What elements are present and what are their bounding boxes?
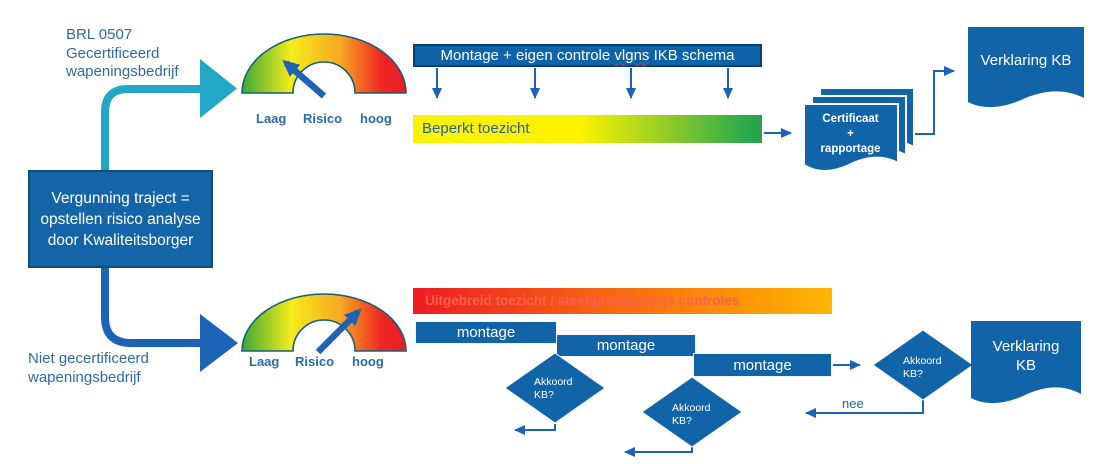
gauge1-label-hoog: hoog: [360, 111, 392, 126]
brl-line-1: BRL 0507: [66, 26, 133, 43]
niet-source-label: Niet gecertificeerd wapeningsbedrijf: [28, 350, 149, 387]
beperkt-toezicht-label: Beperkt toezicht: [422, 120, 530, 137]
decision2-exit-arrow: [624, 446, 693, 457]
permit-process-box: Vergunning traject = opstellen risico an…: [28, 170, 213, 268]
teal-curved-arrow: [101, 85, 201, 171]
decision-diamond-2: [641, 376, 743, 448]
decision-2-line-2: KB?: [672, 415, 692, 427]
gauge1-label-laag: Laag: [256, 111, 287, 126]
verklaring-kb-doc-top: [968, 27, 1084, 108]
decision3-nee-arrow: [805, 398, 924, 418]
nee-label: nee: [842, 396, 864, 411]
montage-box-1-label: montage: [456, 324, 516, 341]
decision-3-line-1: Akkoord: [903, 355, 942, 367]
decision-diamond-3: [872, 329, 974, 401]
verklaring-kb-bottom-label: Verklaring KB: [970, 337, 1082, 375]
permit-line-1: Vergunning traject =: [51, 189, 190, 207]
brl-source-label: BRL 0507 Gecertificeerd wapeningsbedrijf: [66, 26, 179, 82]
gauge2-label-risico: Risico: [295, 354, 335, 369]
montage-box-2-label: montage: [596, 337, 656, 354]
decision-diamond-3-label: Akkoord KB?: [903, 355, 953, 381]
certificate-line-3: rapportage: [820, 143, 881, 155]
process-text-pre: Montage + eigen controle: [440, 47, 615, 64]
process-text-misspelled: vlgns: [614, 47, 650, 64]
montage-box-3: montage: [693, 353, 832, 377]
montage-box-1: montage: [415, 321, 557, 344]
decision1-exit-arrow: [514, 424, 556, 435]
certificate-to-verklaring-arrow: [897, 66, 955, 135]
brl-line-2: Gecertificeerd: [66, 44, 160, 62]
gauge1-label-risico: Risico: [303, 111, 343, 126]
uitgebreid-toezicht-bar: Uitgebreid toezicht / steekproefsgewijs …: [413, 288, 832, 314]
verklaring-kb-doc-bottom: [971, 321, 1081, 404]
gauge-arc: [241, 293, 407, 352]
decision-3-line-2: KB?: [903, 368, 923, 380]
gauge-needle-high-icon: [315, 308, 362, 355]
brl-line-3: wapeningsbedrijf: [66, 63, 179, 80]
risk-gauge-low: [241, 33, 407, 99]
certificate-stack-label: Certificaat + rapportage: [803, 112, 898, 157]
blue-arrowhead-icon: [200, 314, 238, 372]
permit-line-3: door Kwaliteitsborger: [47, 231, 194, 249]
gauge2-label-laag: Laag: [249, 354, 280, 369]
decision-1-line-1: Akkoord: [534, 376, 573, 388]
verklaring-bottom-line-1: Verklaring: [992, 338, 1060, 355]
verklaring-bottom-line-2: KB: [1015, 357, 1036, 374]
decision-1-line-2: KB?: [534, 389, 554, 401]
gauge2-label-hoog: hoog: [352, 354, 384, 369]
uitgebreid-toezicht-label: Uitgebreid toezicht / steekproefsgewijs …: [425, 293, 740, 308]
montage-box-2: montage: [556, 334, 696, 357]
process-text-post: IKB schema: [649, 47, 735, 64]
certificate-doc-front: [803, 103, 899, 172]
decision-diamond-2-label: Akkoord KB?: [672, 402, 722, 428]
niet-line-2: wapeningsbedrijf: [28, 368, 141, 386]
decision-2-line-1: Akkoord: [672, 402, 711, 414]
montage-ikb-process-box: Montage + eigen controle vlgns IKB schem…: [413, 44, 762, 67]
decision-diamond-1-label: Akkoord KB?: [534, 376, 584, 402]
certificate-line-2: +: [847, 128, 854, 140]
gauge-needle-low-icon: [282, 59, 327, 99]
decision-diamond-1: [504, 352, 606, 424]
permit-line-2: opstellen risico analyse: [40, 210, 201, 228]
risk-gauge-high: [241, 293, 407, 355]
blue-curved-arrow: [101, 266, 201, 347]
certificate-line-1: Certificaat: [822, 113, 879, 125]
verklaring-kb-top-label: Verklaring KB: [980, 52, 1072, 69]
teal-arrowhead-icon: [200, 59, 237, 118]
beperkt-toezicht-bar: Beperkt toezicht: [413, 115, 762, 143]
niet-line-1: Niet gecertificeerd: [28, 350, 149, 367]
montage-box-3-label: montage: [733, 356, 792, 374]
gauge-arc: [241, 33, 407, 94]
